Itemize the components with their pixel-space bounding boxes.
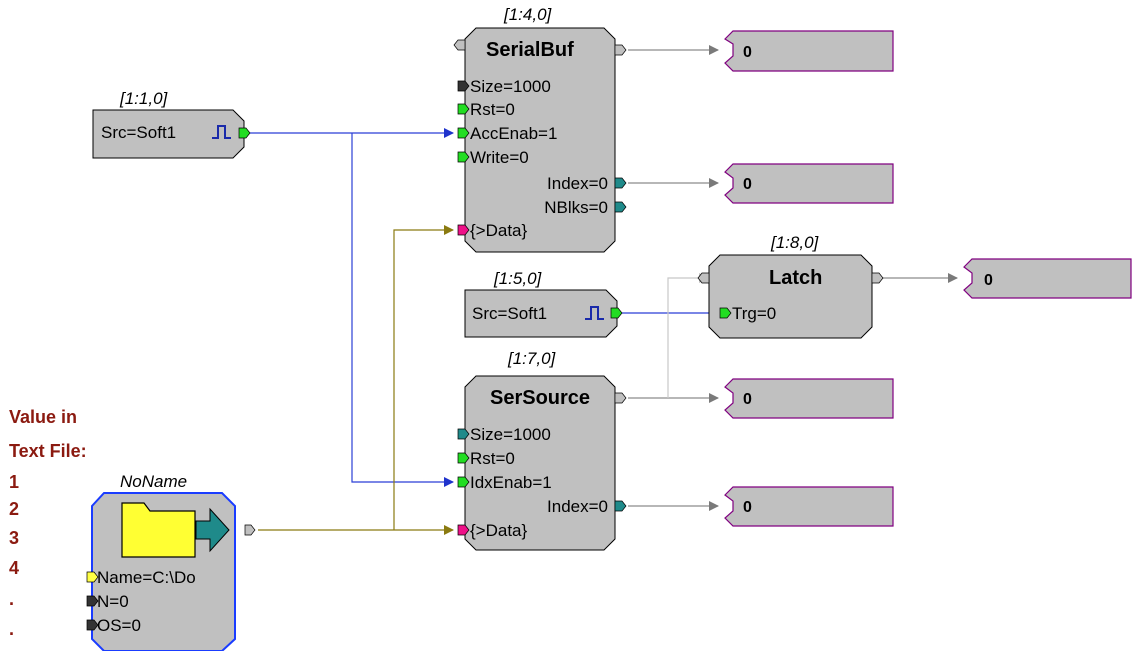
output-display-serialbuf[interactable]: 0 <box>724 30 894 72</box>
file-folder-icon <box>121 502 230 558</box>
wire-sersource-latch <box>667 273 709 398</box>
trg-param: Trg=0 <box>732 304 776 323</box>
note-line: 4 <box>9 558 19 578</box>
file-block[interactable]: Name=C:\Do N=0 OS=0 <box>86 492 256 651</box>
output-display-latch[interactable]: 0 <box>963 258 1132 299</box>
rst-port[interactable] <box>457 103 470 115</box>
data-input-port[interactable] <box>457 524 470 536</box>
output-port-right[interactable] <box>614 392 627 404</box>
output-display-sersource-index[interactable]: 0 <box>724 486 894 527</box>
wire-soft1-idxenab <box>351 133 454 487</box>
n-param: N=0 <box>97 592 129 611</box>
coord-label-serialbuf: [1:4,0] <box>503 5 553 24</box>
output-value: 0 <box>743 391 752 408</box>
note-line: 3 <box>9 528 19 548</box>
index-output-port[interactable] <box>614 500 627 512</box>
os-port[interactable] <box>86 619 99 631</box>
index-output-port[interactable] <box>614 177 627 189</box>
data-input-port[interactable] <box>457 224 470 236</box>
output-port-right[interactable] <box>244 524 256 536</box>
rst-param: Rst=0 <box>470 449 515 468</box>
coord-label-sersource: [1:7,0] <box>507 349 557 368</box>
source-soft1-b-label: Src=Soft1 <box>472 304 547 323</box>
rst-port[interactable] <box>457 452 470 464</box>
note-line: Text File: <box>9 441 87 461</box>
output-value: 0 <box>743 499 752 516</box>
idxenab-param: IdxEnab=1 <box>470 473 552 492</box>
name-port[interactable] <box>86 571 99 583</box>
write-param: Write=0 <box>470 148 529 167</box>
size-param: Size=1000 <box>470 77 551 96</box>
source-soft1-label: Src=Soft1 <box>101 123 176 142</box>
wires <box>250 45 958 535</box>
output-display-sersource[interactable]: 0 <box>724 378 894 419</box>
coord-label-soft1-a: [1:1,0] <box>119 89 169 108</box>
input-port-left[interactable] <box>453 39 466 51</box>
size-port[interactable] <box>457 80 470 92</box>
index-output-label: Index=0 <box>547 174 608 193</box>
nblks-output-port[interactable] <box>614 201 627 213</box>
file-block-name: NoName <box>120 472 187 491</box>
os-param: OS=0 <box>97 616 141 635</box>
rst-param: Rst=0 <box>470 100 515 119</box>
output-port-right[interactable] <box>871 272 884 284</box>
output-value: 0 <box>743 176 752 193</box>
note-line: Value in <box>9 407 77 427</box>
output-value: 0 <box>743 44 752 61</box>
note-line: 1 <box>9 472 19 492</box>
wire-file-serialbuf-data <box>393 225 454 530</box>
latch-title: Latch <box>769 267 822 289</box>
n-port[interactable] <box>86 595 99 607</box>
accenab-param: AccEnab=1 <box>470 124 557 143</box>
latch-block[interactable]: Latch Trg=0 <box>697 254 884 339</box>
output-value: 0 <box>984 272 993 289</box>
output-port[interactable] <box>610 307 623 319</box>
accenab-port[interactable] <box>457 127 470 139</box>
size-port[interactable] <box>457 428 470 440</box>
write-port[interactable] <box>457 151 470 163</box>
trg-port[interactable] <box>719 307 732 319</box>
output-port[interactable] <box>238 127 251 139</box>
size-param: Size=1000 <box>470 425 551 444</box>
note-line: . <box>9 619 14 639</box>
text-file-note: Value in Text File: 1 2 3 4 . . <box>9 407 87 639</box>
serialbuf-block[interactable]: SerialBuf Size=1000 Rst=0 AccEnab=1 Writ… <box>453 27 627 253</box>
output-port-right[interactable] <box>614 44 627 56</box>
source-soft1-block[interactable]: Src=Soft1 <box>92 109 251 159</box>
coord-label-soft1-b: [1:5,0] <box>493 269 543 288</box>
name-param: Name=C:\Do <box>97 568 196 587</box>
input-port-left[interactable] <box>697 272 710 284</box>
pulse-icon <box>212 125 231 139</box>
note-line: . <box>9 589 14 609</box>
coord-label-latch: [1:8,0] <box>770 233 820 252</box>
nblks-output-label: NBlks=0 <box>544 198 608 217</box>
data-input-label: {>Data} <box>470 521 528 540</box>
data-input-label: {>Data} <box>470 221 528 240</box>
sersource-block[interactable]: SerSource Size=1000 Rst=0 IdxEnab=1 Inde… <box>457 375 627 551</box>
pulse-icon <box>585 306 604 320</box>
note-line: 2 <box>9 499 19 519</box>
serialbuf-title: SerialBuf <box>486 39 574 61</box>
sersource-title: SerSource <box>490 387 590 409</box>
source-soft1-b-block[interactable]: Src=Soft1 <box>464 289 623 338</box>
output-display-index[interactable]: 0 <box>724 163 894 204</box>
index-output-label: Index=0 <box>547 497 608 516</box>
idxenab-port[interactable] <box>457 476 470 488</box>
